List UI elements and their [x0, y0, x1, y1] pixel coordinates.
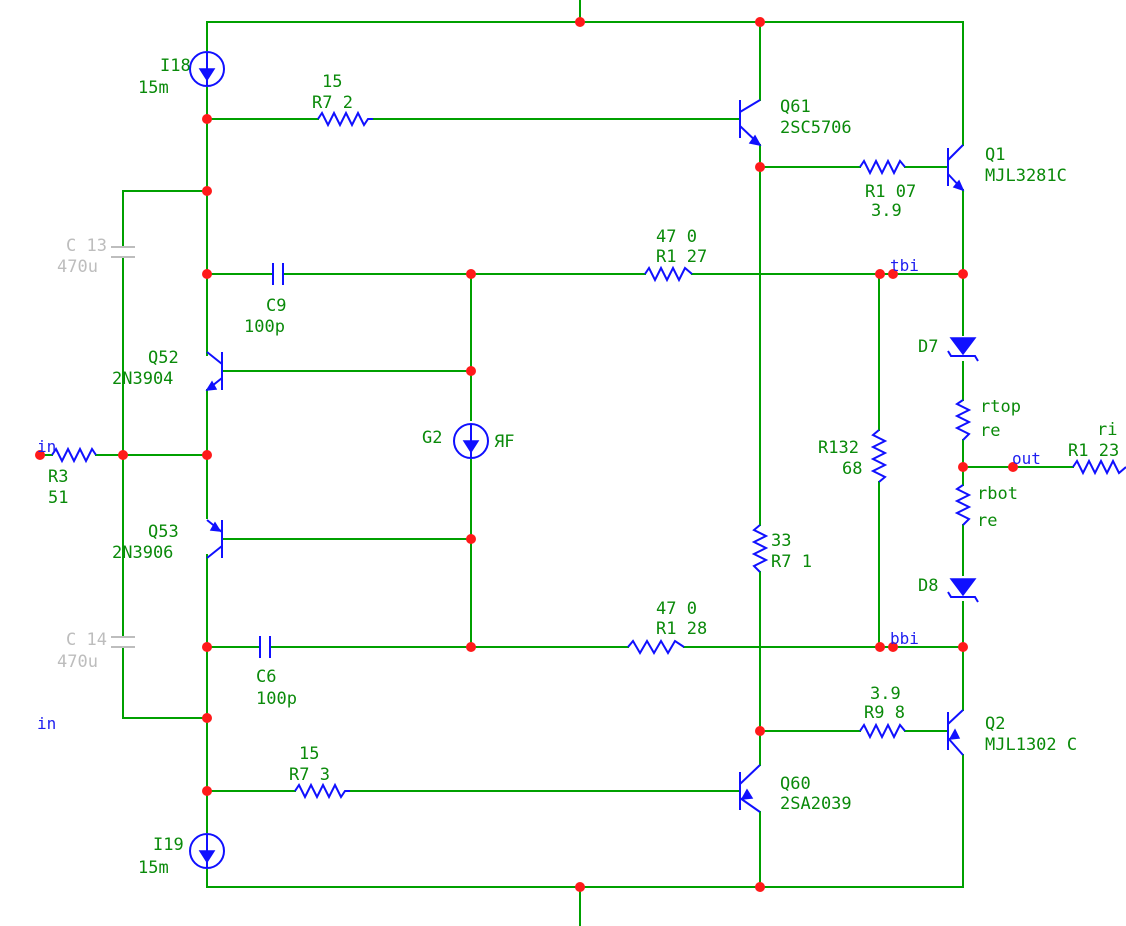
- r71-value-label: 33: [771, 531, 791, 551]
- r132-ref-label: R132: [818, 438, 859, 458]
- capacitors: [111, 246, 284, 658]
- resistor-rbot: [954, 484, 972, 526]
- resistor-r72: [317, 110, 373, 128]
- capacitor-c13: [111, 246, 135, 258]
- resistor-r71: [751, 524, 769, 573]
- i19-value-label: 15m: [138, 858, 169, 878]
- rbot-value-label: re: [977, 511, 997, 531]
- transistor-q60: [739, 764, 761, 813]
- r123-value-label: ri: [1097, 420, 1117, 440]
- c9-ref-label: C9: [266, 296, 286, 316]
- resistor-r127: [644, 265, 693, 283]
- r98-value-label: 3.9: [870, 684, 901, 704]
- net-label-tbi: tbi: [890, 256, 919, 275]
- r123-ref-label: R1 23: [1068, 441, 1119, 461]
- c13-ref-label: C 13: [66, 236, 107, 256]
- r3-ref-label: R3: [48, 467, 68, 487]
- q53-part-label: 2N3906: [112, 543, 173, 563]
- r127-ref-label: R1 27: [656, 247, 707, 267]
- c13-value-label: 470u: [57, 257, 98, 277]
- d8-ref-label: D8: [918, 576, 938, 596]
- net-label-out: out: [1012, 449, 1041, 468]
- r98-ref-label: R9 8: [864, 703, 905, 723]
- transistor-q53: [206, 519, 223, 559]
- resistor-r73: [294, 782, 350, 800]
- diode-d8: [947, 578, 979, 603]
- r107-value-label: 3.9: [871, 201, 902, 221]
- capacitor-c9: [272, 263, 284, 285]
- net-label-in-bottom: in: [37, 714, 56, 733]
- r3-value-label: 51: [48, 488, 68, 508]
- r128-value-label: 47 0: [656, 599, 697, 619]
- i18-ref-label: I18: [160, 56, 191, 76]
- r71-ref-label: R7 1: [771, 552, 812, 572]
- g2-ref-label: G2: [422, 428, 442, 448]
- net-label-bbi: bbi: [890, 629, 919, 648]
- q60-ref-label: Q60: [780, 774, 811, 794]
- capacitor-c6: [259, 636, 271, 658]
- labels: I18 15m I19 15m 15 R7 2 15 R7 3 Q61 2SC5…: [37, 56, 1119, 878]
- r127-value-label: 47 0: [656, 227, 697, 247]
- r128-ref-label: R1 28: [656, 619, 707, 639]
- transistor-q52: [205, 351, 223, 391]
- diode-d7: [947, 337, 979, 362]
- c14-value-label: 470u: [57, 652, 98, 672]
- resistor-r98: [859, 722, 906, 740]
- c9-value-label: 100p: [244, 317, 285, 337]
- resistor-r123: [1072, 458, 1126, 476]
- q1-part-label: MJL3281C: [985, 166, 1067, 186]
- junctions: [35, 17, 1018, 892]
- net-label-in-top: in: [37, 437, 56, 456]
- q52-part-label: 2N3904: [112, 369, 173, 389]
- rtop-value-label: re: [980, 421, 1000, 441]
- resistors: [51, 110, 1126, 800]
- resistor-r132: [870, 429, 888, 483]
- i19-ref-label: I19: [153, 835, 184, 855]
- resistor-rtop: [954, 399, 972, 441]
- transistors: [205, 99, 965, 813]
- rtop-ref-label: rtop: [980, 397, 1021, 417]
- q2-ref-label: Q2: [985, 714, 1005, 734]
- c14-ref-label: C 14: [66, 630, 107, 650]
- q1-ref-label: Q1: [985, 145, 1005, 165]
- q53-ref-label: Q53: [148, 522, 179, 542]
- current-source-g2: [453, 423, 489, 459]
- q60-part-label: 2SA2039: [780, 794, 852, 814]
- q61-part-label: 2SC5706: [780, 118, 852, 138]
- c6-value-label: 100p: [256, 689, 297, 709]
- transistor-q2: [947, 709, 964, 756]
- i18-value-label: 15m: [138, 78, 169, 98]
- r107-ref-label: R1 07: [865, 182, 916, 202]
- capacitor-c14: [111, 636, 135, 648]
- c6-ref-label: C6: [256, 667, 276, 687]
- r72-ref-label: R7 2: [312, 93, 353, 113]
- g2-symbol-label: ЯF: [494, 432, 514, 452]
- r72-value-label: 15: [322, 72, 342, 92]
- q61-ref-label: Q61: [780, 97, 811, 117]
- resistor-r128: [627, 639, 685, 655]
- transistor-q1: [947, 144, 965, 192]
- q2-part-label: MJL1302 C: [985, 735, 1077, 755]
- rbot-ref-label: rbot: [977, 484, 1018, 504]
- r73-ref-label: R7 3: [289, 765, 330, 785]
- transistor-q61: [739, 99, 762, 147]
- resistor-r3: [51, 446, 97, 464]
- current-source-i18: [189, 51, 225, 87]
- r73-value-label: 15: [299, 744, 319, 764]
- resistor-r107: [859, 158, 906, 176]
- r132-value-label: 68: [842, 459, 862, 479]
- current-source-i19: [189, 833, 225, 869]
- q52-ref-label: Q52: [148, 348, 179, 368]
- d7-ref-label: D7: [918, 337, 938, 357]
- wires: [39, 0, 1074, 926]
